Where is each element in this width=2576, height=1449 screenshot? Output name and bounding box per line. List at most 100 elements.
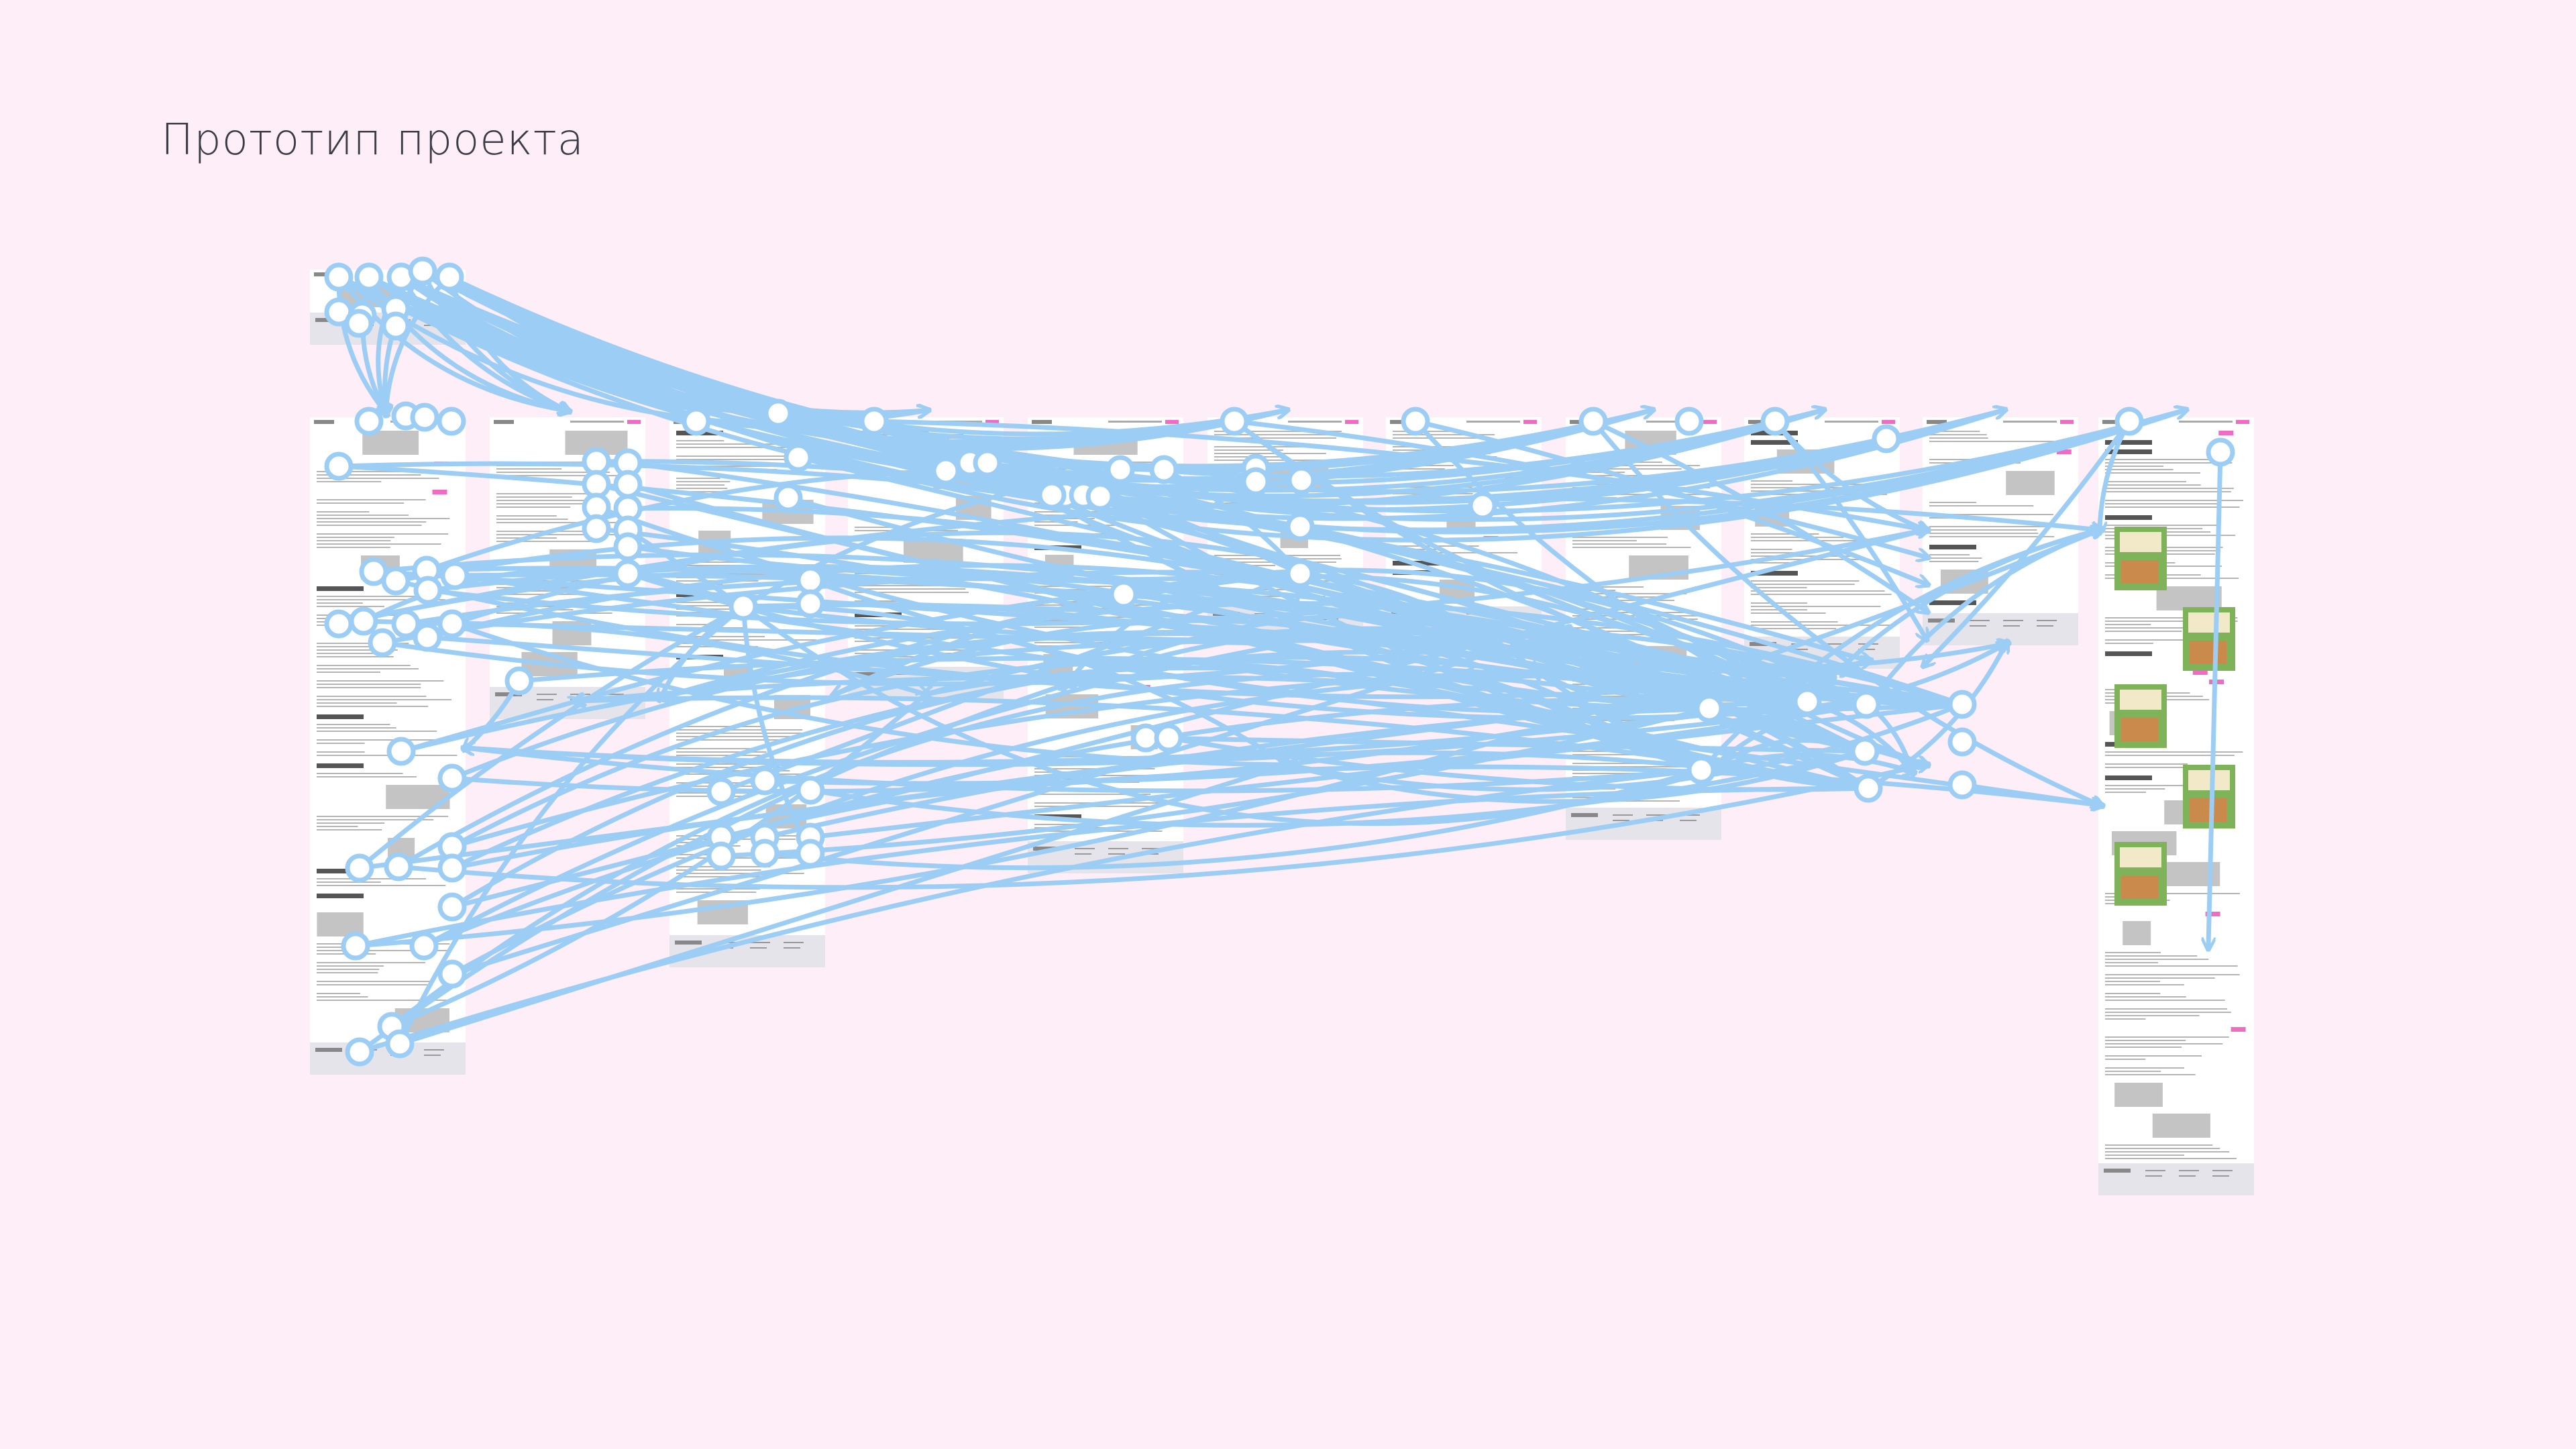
link-arrow (577, 674, 1712, 711)
link-hotspot[interactable] (384, 852, 413, 881)
comic-thumbnail (2183, 607, 2235, 671)
link-hotspot[interactable] (1760, 407, 1790, 436)
link-hotspot[interactable] (440, 561, 470, 590)
link-hotspot[interactable] (582, 514, 611, 543)
link-hotspot[interactable] (341, 931, 370, 961)
link-hotspot[interactable] (1037, 480, 1067, 510)
link-hotspot[interactable] (1241, 467, 1271, 496)
link-hotspot[interactable] (437, 609, 467, 639)
link-hotspot[interactable] (1220, 407, 1249, 436)
link-hotspot[interactable] (1287, 466, 1316, 495)
link-arrow (1297, 571, 2006, 670)
link-hotspot[interactable] (973, 448, 1002, 478)
link-hotspot[interactable] (408, 256, 437, 286)
link-arrow (1232, 419, 1925, 557)
link-arrow (389, 694, 926, 1029)
link-hotspot[interactable] (354, 407, 384, 436)
link-hotspot[interactable] (324, 451, 354, 481)
link-hotspot[interactable] (1947, 727, 1977, 757)
link-arrow (1591, 419, 2100, 805)
link-arrow (447, 274, 926, 413)
link-hotspot[interactable] (435, 262, 464, 292)
link-arrow (1925, 419, 2132, 664)
link-hotspot[interactable] (1947, 770, 1977, 800)
link-hotspot[interactable] (750, 839, 780, 868)
link-hotspot[interactable] (1285, 512, 1315, 541)
link-hotspot[interactable] (344, 309, 374, 338)
link-arrow (1413, 419, 1925, 584)
link-hotspot[interactable] (410, 402, 439, 432)
link-hotspot[interactable] (2206, 437, 2235, 467)
link-hotspot[interactable] (613, 532, 643, 561)
link-hotspot[interactable] (1695, 694, 1724, 723)
comic-thumbnail (2114, 527, 2167, 590)
link-arrow (1297, 571, 1536, 671)
link-hotspot[interactable] (437, 959, 467, 989)
link-hotspot[interactable] (1850, 737, 1880, 766)
link-hotspot[interactable] (763, 398, 793, 428)
link-hotspot[interactable] (413, 623, 442, 652)
link-hotspot[interactable] (437, 892, 467, 922)
link-hotspot[interactable] (324, 262, 354, 292)
link-hotspot[interactable] (1109, 580, 1138, 609)
link-hotspot[interactable] (729, 592, 758, 621)
link-hotspot[interactable] (1947, 690, 1977, 719)
link-hotspot[interactable] (345, 1037, 374, 1067)
link-arrow (447, 274, 567, 411)
link-hotspot[interactable] (859, 407, 889, 436)
link-hotspot[interactable] (1149, 455, 1179, 484)
link-hotspot[interactable] (1851, 690, 1881, 719)
link-hotspot[interactable] (1468, 491, 1497, 521)
link-hotspot[interactable] (1085, 482, 1115, 511)
link-hotspot[interactable] (796, 566, 825, 595)
link-arrow (577, 571, 1303, 701)
link-hotspot[interactable] (682, 407, 711, 436)
link-hotspot[interactable] (796, 839, 825, 868)
link-hotspot[interactable] (381, 311, 411, 341)
link-hotspot[interactable] (409, 931, 439, 961)
link-hotspot[interactable] (504, 666, 534, 696)
link-hotspot[interactable] (613, 559, 643, 588)
link-hotspot[interactable] (324, 609, 354, 639)
link-hotspot[interactable] (437, 853, 467, 883)
link-hotspot[interactable] (1154, 723, 1183, 753)
link-hotspot[interactable] (1792, 687, 1822, 716)
link-hotspot[interactable] (773, 483, 803, 513)
link-arrow (466, 748, 1704, 794)
link-hotspot[interactable] (386, 737, 416, 766)
link-arrow (1699, 530, 2100, 773)
link-hotspot[interactable] (796, 589, 825, 619)
link-hotspot[interactable] (1401, 407, 1430, 436)
link-hotspot[interactable] (706, 777, 736, 806)
link-hotspot[interactable] (1686, 755, 1716, 785)
link-hotspot[interactable] (437, 407, 466, 436)
link-arrow (376, 274, 404, 413)
link-hotspot[interactable] (796, 775, 825, 805)
link-hotspot[interactable] (1674, 407, 1704, 436)
link-hotspot[interactable] (1872, 424, 1901, 453)
link-hotspot[interactable] (1578, 407, 1608, 436)
link-hotspot[interactable] (784, 443, 813, 472)
link-hotspot[interactable] (706, 841, 736, 871)
link-hotspot[interactable] (368, 628, 397, 657)
link-hotspot[interactable] (1106, 455, 1135, 484)
link-hotspot[interactable] (750, 766, 780, 796)
link-hotspot[interactable] (1854, 773, 1883, 803)
link-arrow (661, 604, 746, 698)
link-hotspot[interactable] (381, 566, 411, 596)
link-hotspot[interactable] (437, 763, 467, 793)
link-arrow (357, 606, 743, 871)
link-hotspot[interactable] (413, 576, 443, 605)
link-arrow (336, 274, 386, 413)
link-hotspot[interactable] (345, 853, 374, 883)
link-hotspot[interactable] (391, 609, 421, 639)
link-hotspot[interactable] (354, 262, 384, 292)
link-hotspot[interactable] (613, 470, 643, 499)
link-hotspot[interactable] (1285, 559, 1315, 588)
link-hotspot[interactable] (2114, 407, 2144, 436)
link-arrow (1161, 467, 1300, 574)
link-hotspot[interactable] (931, 456, 961, 486)
link-hotspot[interactable] (385, 1029, 415, 1059)
link-hotspot[interactable] (349, 606, 378, 636)
